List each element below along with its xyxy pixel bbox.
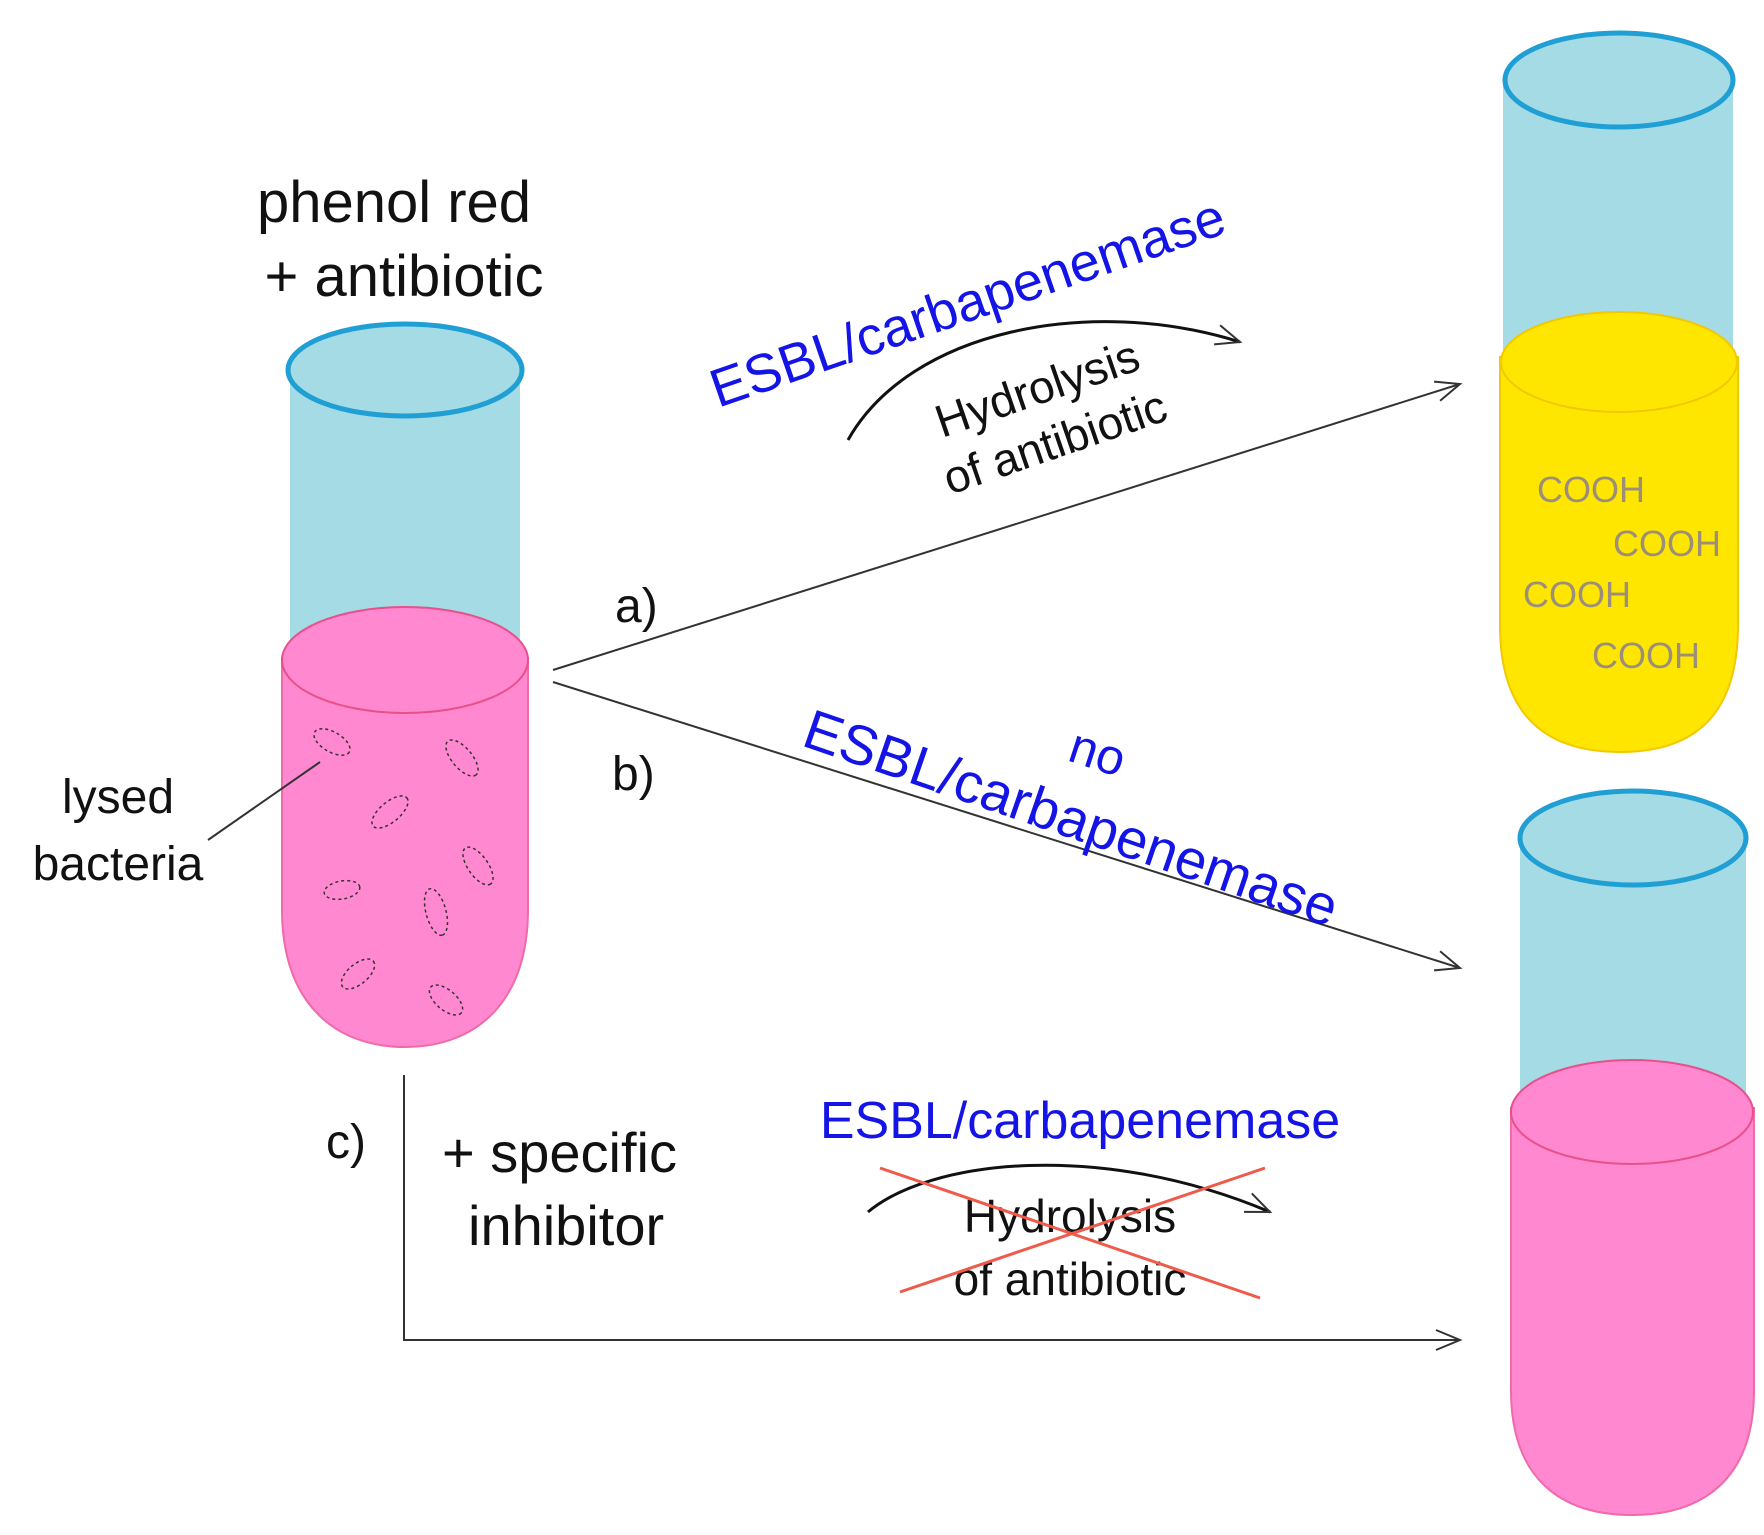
hydrolysis-arc-c bbox=[867, 1163, 1273, 1214]
branch-b-label: b) bbox=[612, 748, 655, 801]
lysed-pointer-line bbox=[207, 761, 321, 841]
no-label: no bbox=[1063, 717, 1133, 787]
cooh-label-2: COOH bbox=[1613, 523, 1721, 564]
reagent-label-line1: phenol red bbox=[257, 170, 531, 235]
inhibitor-label-line2: inhibitor bbox=[468, 1194, 664, 1257]
arrow-c bbox=[403, 1075, 1463, 1351]
inhibitor-label-line1: + specific bbox=[442, 1121, 677, 1184]
arrow-b bbox=[552, 681, 1463, 972]
reagent-label-line2: + antibiotic bbox=[265, 244, 544, 309]
lysed-label-line2: bacteria bbox=[33, 838, 204, 891]
hydrolysis-arc-a bbox=[846, 320, 1243, 441]
source-tube bbox=[281, 321, 529, 1049]
cooh-label-1: COOH bbox=[1537, 469, 1645, 510]
branch-a-label: a) bbox=[615, 580, 658, 633]
lysed-label-line1: lysed bbox=[62, 771, 174, 824]
result-tube-a bbox=[1499, 30, 1739, 754]
lysed-bacteria-cells bbox=[313, 728, 494, 1016]
esbl-label-b: ESBL/carbapenemase bbox=[796, 697, 1346, 939]
inhibited-cross bbox=[879, 1166, 1266, 1300]
esbl-label-c: ESBL/carbapenemase bbox=[820, 1092, 1340, 1150]
arrow-a bbox=[552, 380, 1463, 671]
cooh-label-4: COOH bbox=[1592, 635, 1700, 676]
result-tube-b bbox=[1510, 788, 1755, 1517]
cooh-label-3: COOH bbox=[1523, 574, 1631, 615]
branch-c-label: c) bbox=[326, 1116, 366, 1169]
